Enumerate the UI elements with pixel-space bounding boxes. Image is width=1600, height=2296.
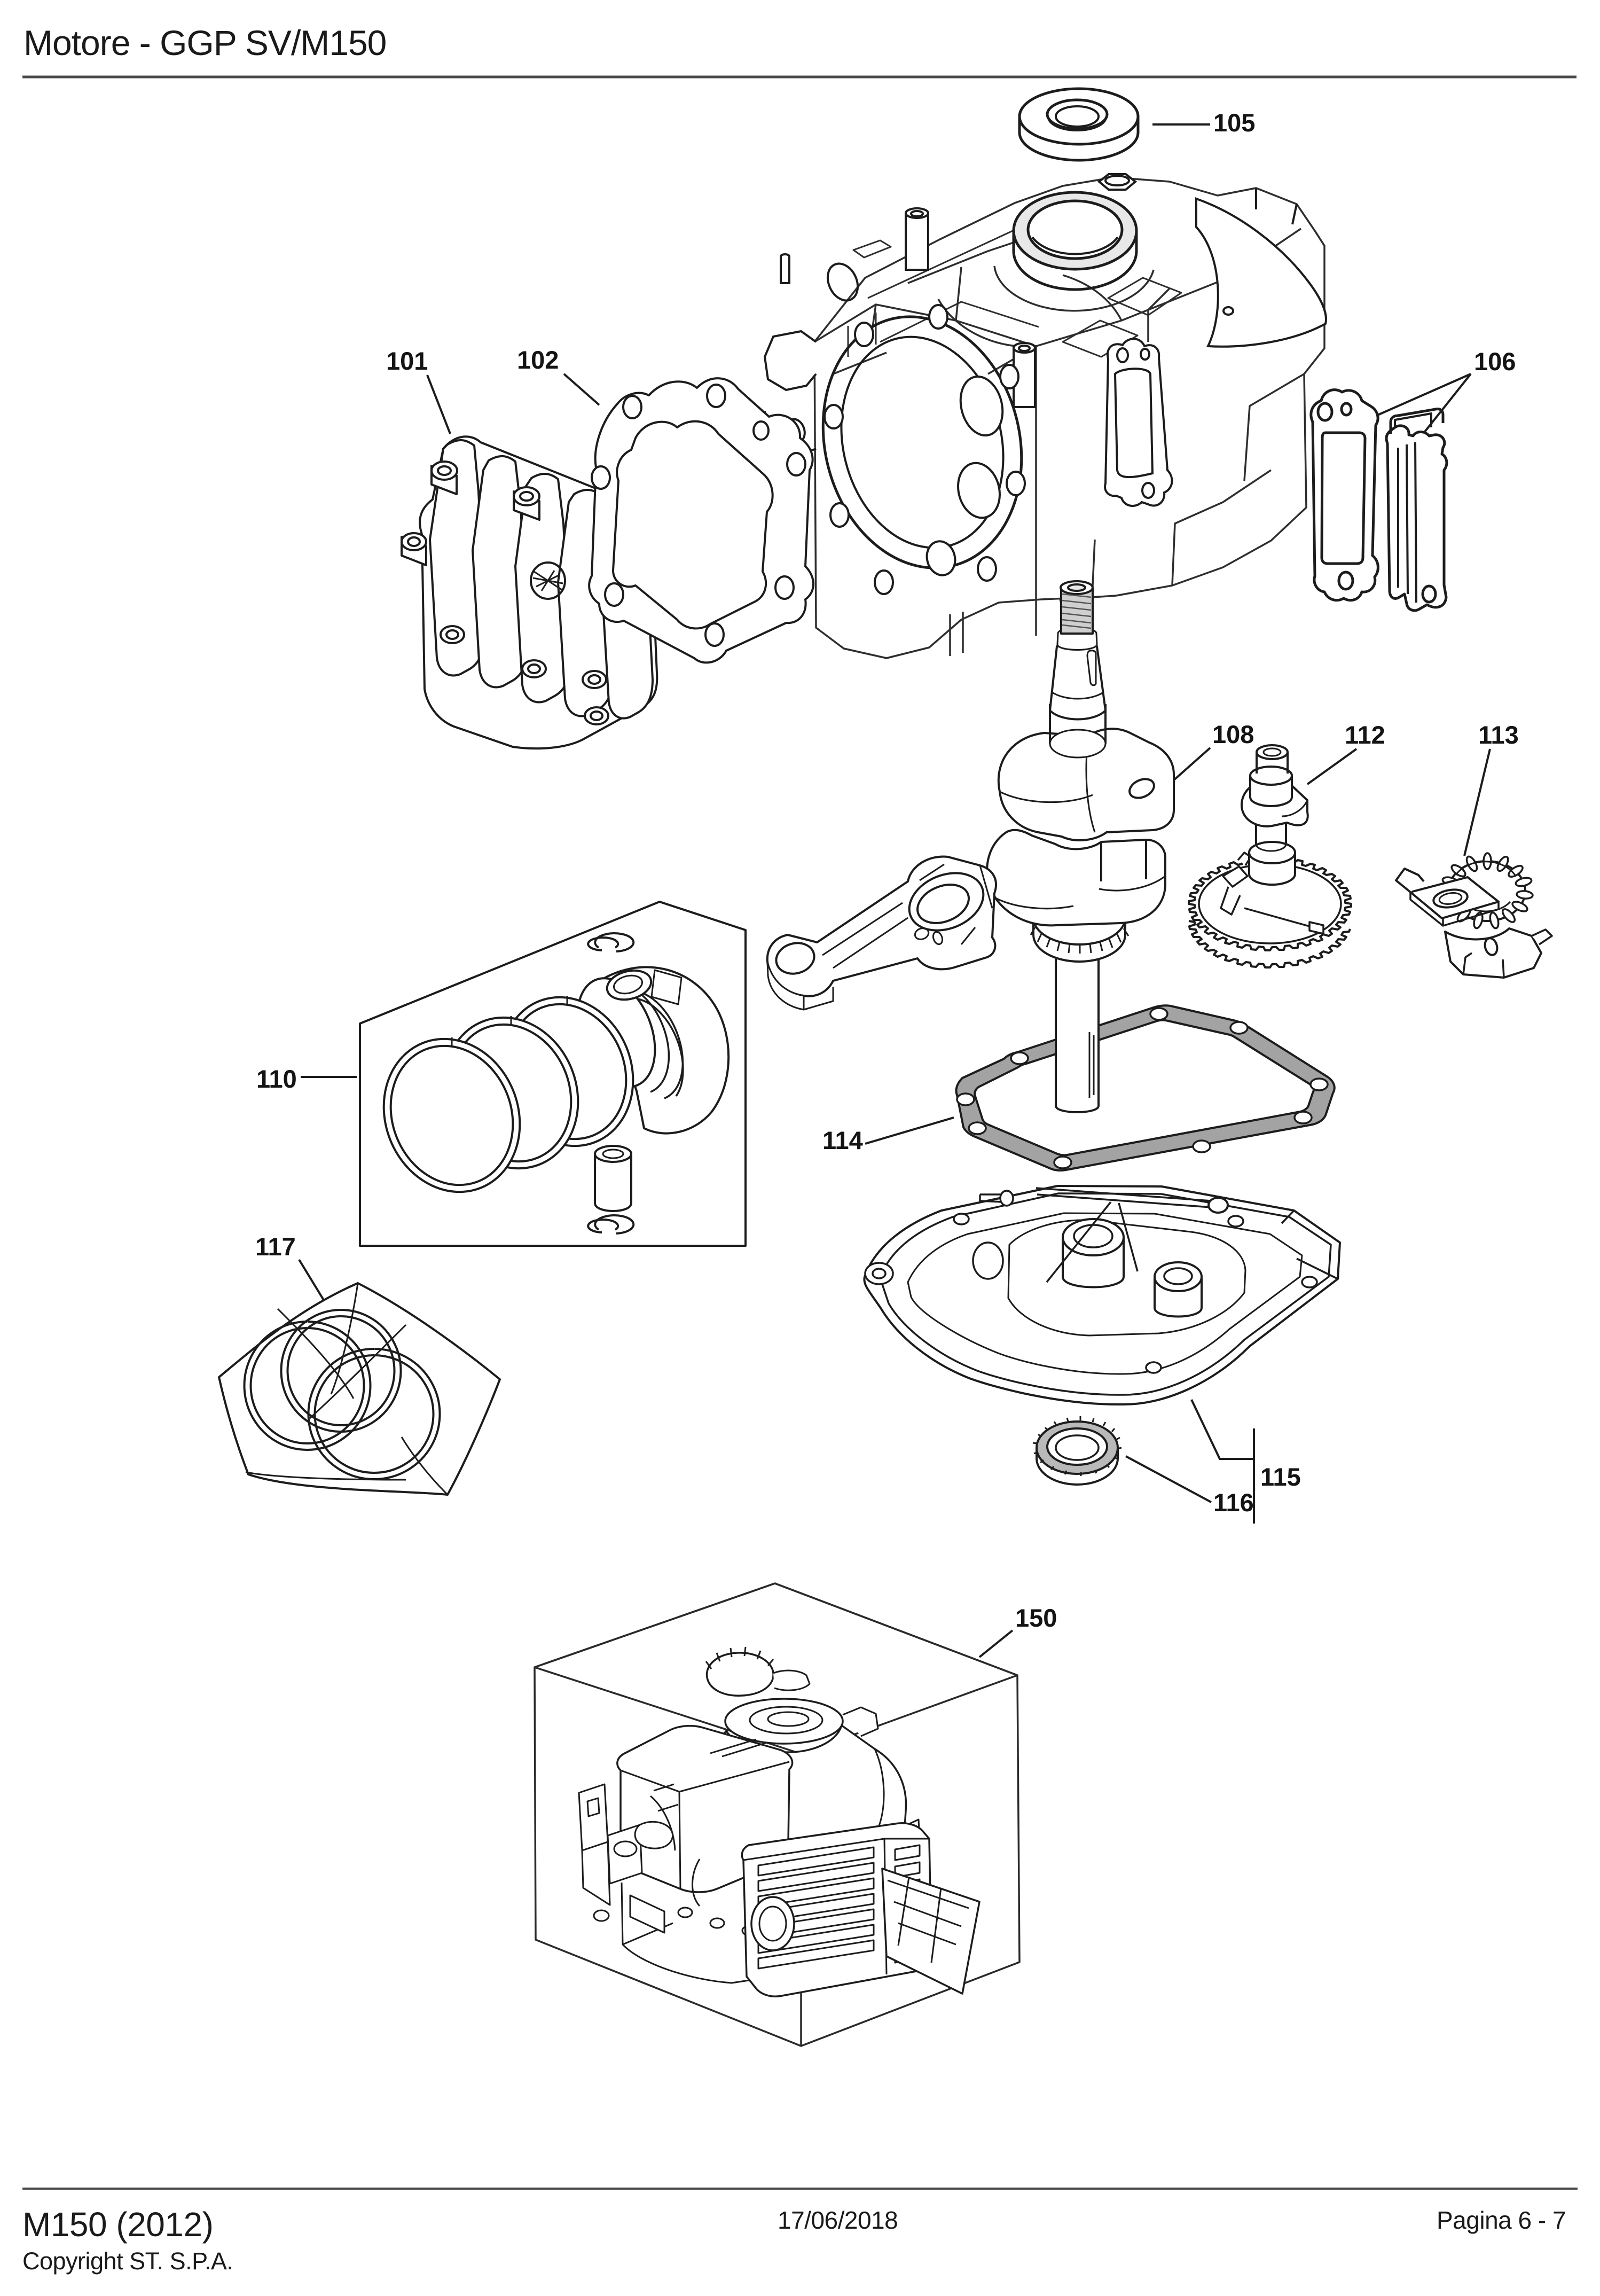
svg-text:113: 113 xyxy=(1478,721,1519,749)
svg-text:101: 101 xyxy=(386,347,428,375)
svg-text:102: 102 xyxy=(517,346,559,374)
svg-text:150: 150 xyxy=(1015,1604,1057,1632)
svg-text:114: 114 xyxy=(822,1126,863,1154)
svg-text:Pagina 6 - 7: Pagina 6 - 7 xyxy=(1437,2206,1566,2234)
svg-text:Motore - GGP SV/M150: Motore - GGP SV/M150 xyxy=(23,23,386,63)
svg-text:106: 106 xyxy=(1474,347,1516,376)
svg-text:M150 (2012): M150 (2012) xyxy=(22,2205,213,2244)
svg-text:115: 115 xyxy=(1260,1463,1301,1491)
svg-text:112: 112 xyxy=(1345,721,1385,749)
svg-text:17/06/2018: 17/06/2018 xyxy=(778,2206,898,2234)
svg-text:116: 116 xyxy=(1213,1488,1254,1517)
svg-text:105: 105 xyxy=(1213,108,1255,137)
svg-text:108: 108 xyxy=(1212,720,1254,748)
svg-text:117: 117 xyxy=(255,1232,296,1261)
svg-text:Copyright ST. S.P.A.: Copyright ST. S.P.A. xyxy=(22,2247,233,2275)
svg-text:110: 110 xyxy=(256,1065,297,1093)
